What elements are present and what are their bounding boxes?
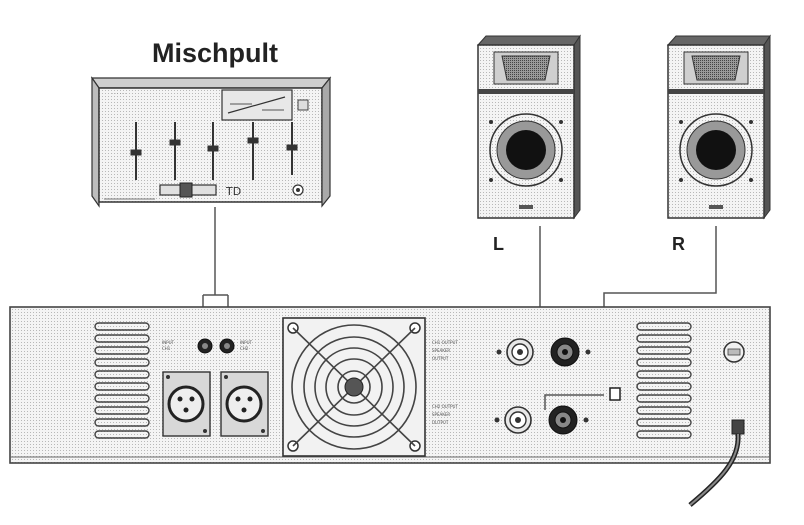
svg-text:CH1 OUTPUT: CH1 OUTPUT bbox=[432, 340, 458, 345]
speaker-right: R bbox=[666, 34, 771, 254]
cooling-fan bbox=[282, 317, 426, 457]
speaker-left: L bbox=[476, 34, 581, 254]
speaker-left-label: L bbox=[493, 234, 504, 254]
svg-text:INPUT: INPUT bbox=[162, 340, 175, 345]
xlr-input-2 bbox=[220, 371, 269, 437]
svg-text:OUTPUT: OUTPUT bbox=[432, 420, 449, 425]
svg-text:INPUT: INPUT bbox=[240, 340, 253, 345]
cable-right-output-wire bbox=[544, 394, 604, 410]
mixer: Mischpult · · · · · · TD bbox=[90, 38, 332, 208]
mixer-title: Mischpult bbox=[152, 38, 278, 68]
fuse-holder bbox=[723, 341, 745, 363]
svg-text:SPEAKER: SPEAKER bbox=[432, 412, 450, 417]
mixer-faders bbox=[130, 122, 298, 180]
svg-text:TD: TD bbox=[225, 185, 241, 198]
svg-text:CH2: CH2 bbox=[240, 346, 249, 351]
xlr-input-1 bbox=[162, 371, 211, 437]
svg-text:CH1: CH1 bbox=[162, 346, 171, 351]
power-cord bbox=[688, 419, 745, 507]
output-mode-switch bbox=[609, 387, 621, 401]
speaker-output-ch1: CH1 OUTPUT SPEAKER OUTPUT bbox=[432, 337, 591, 367]
speaker-right-label: R bbox=[672, 234, 685, 254]
svg-text:OUTPUT: OUTPUT bbox=[432, 356, 449, 361]
svg-text:· · · · · ·: · · · · · · bbox=[112, 91, 126, 96]
speaker-output-ch2: CH2 OUTPUT SPEAKER OUTPUT bbox=[432, 404, 589, 435]
svg-text:SPEAKER: SPEAKER bbox=[432, 348, 450, 353]
svg-text:CH2 OUTPUT: CH2 OUTPUT bbox=[432, 404, 458, 409]
